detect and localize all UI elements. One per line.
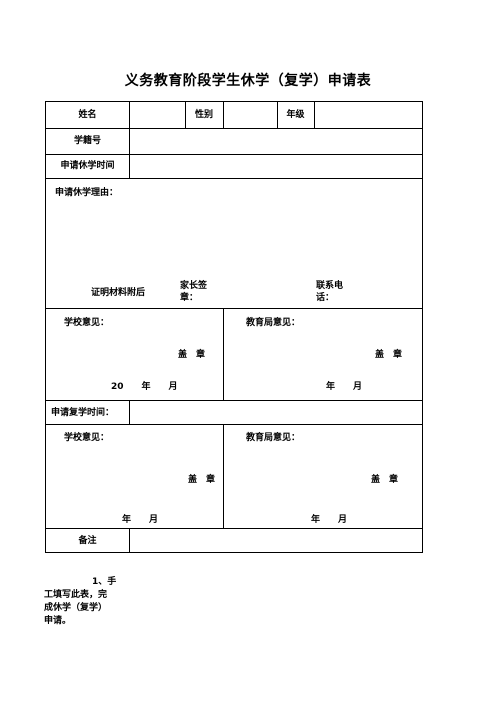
note-line: 成休学（复学） [44,603,108,613]
reason-label: 申请休学理由： [55,188,119,198]
bureau-date-label: 年 月 [326,382,363,392]
bureau-seal-label: 盖 章 [375,350,403,360]
name-label: 姓名 [78,110,97,120]
instruction-note: 1、手 工填写此表，完 成休学（复学） 申请。 [44,576,134,628]
school-date-label: 20 年 月 [111,382,178,392]
contact-label-line2: 话： [316,293,335,303]
school-seal-label-2: 盖 章 [188,475,216,485]
remark-label: 备注 [78,536,97,546]
page-title: 义务教育阶段学生休学（复学）申请表 [124,73,372,89]
gender-label: 性别 [194,110,213,120]
parent-sign-label-line1: 家长签 [180,281,208,291]
col-divider [223,424,224,528]
row-divider [46,154,422,155]
col-divider [129,528,130,553]
bureau-opinion-label-2: 教育局意见： [246,433,301,443]
col-divider [277,102,278,128]
note-line: 1、手 [92,577,117,587]
col-divider [223,308,224,400]
row-divider [46,424,422,425]
school-date-label-2: 年 月 [122,515,159,525]
contact-label-line1: 联系电 [316,281,344,291]
bureau-opinion-label: 教育局意见： [246,318,301,328]
row-divider [46,528,422,529]
resume-time-label: 申请复学时间： [51,408,115,418]
suspend-time-label: 申请休学时间 [60,161,115,171]
row-divider [46,308,422,309]
row-divider [46,178,422,179]
school-opinion-label: 学校意见： [64,318,110,328]
school-seal-label: 盖 章 [178,350,206,360]
student-id-label: 学籍号 [73,136,101,146]
row-divider [46,400,422,401]
col-divider [129,400,130,424]
application-form: 姓名 性别 年级 学籍号 申请休学时间 申请休学理由： 证明材料附后 家长签 章… [45,101,423,553]
note-line: 申请。 [44,616,72,626]
col-divider [223,102,224,128]
row-divider [46,128,422,129]
school-opinion-label-2: 学校意见： [64,433,110,443]
parent-sign-label-line2: 章： [180,293,199,303]
bureau-seal-label-2: 盖 章 [371,475,399,485]
bureau-date-label-2: 年 月 [311,515,348,525]
attachment-label: 证明材料附后 [91,288,146,298]
note-line: 工填写此表，完 [44,590,108,600]
col-divider [314,102,315,128]
grade-label: 年级 [286,110,305,120]
col-divider [185,102,186,128]
col-divider [129,102,130,178]
